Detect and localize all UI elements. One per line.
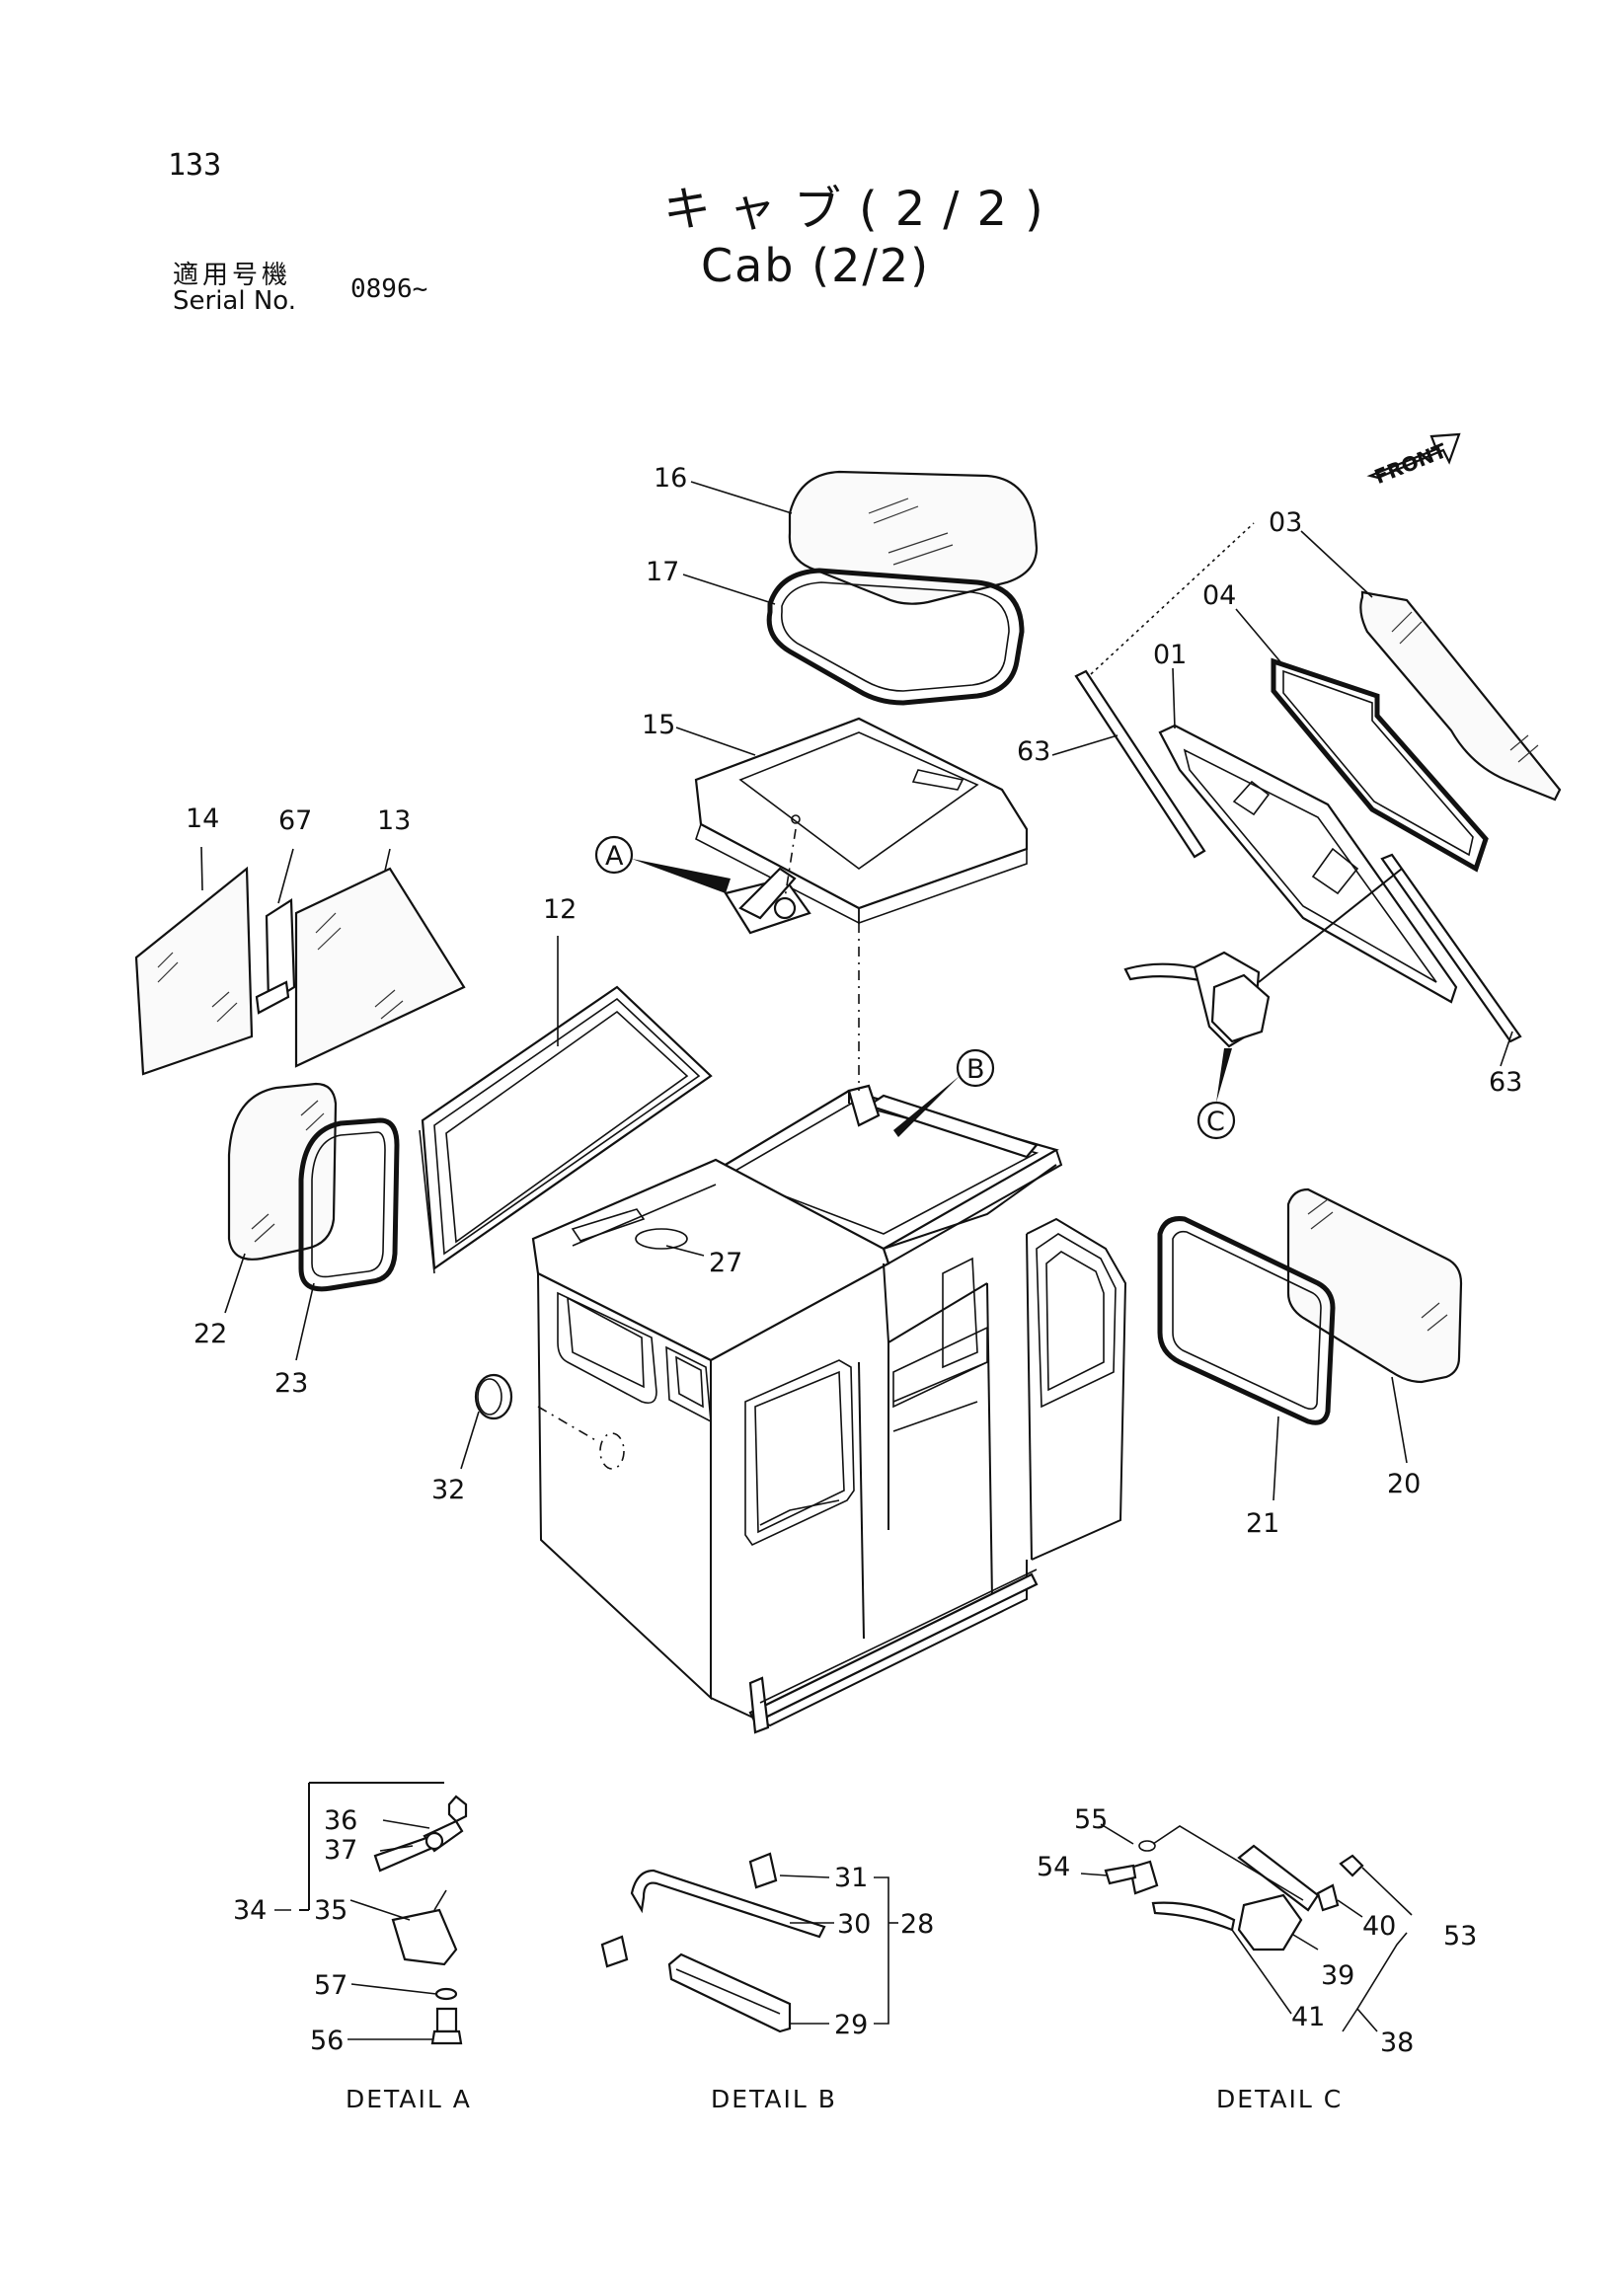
detail-c-wiper-motor — [1123, 868, 1403, 1048]
part-label: 30 — [837, 1909, 871, 1940]
part-label: 29 — [834, 2010, 868, 2040]
svg-text:C: C — [1206, 1107, 1225, 1137]
part-label: 63 — [1489, 1067, 1522, 1098]
part-label: 04 — [1202, 580, 1236, 611]
front-window-frame-part — [1158, 724, 1458, 1004]
part-label: 01 — [1153, 640, 1187, 670]
front-label: FRONT — [1371, 438, 1450, 489]
right-side-seal-part — [1157, 1216, 1336, 1425]
side-plug-part — [474, 1373, 513, 1420]
right-side-glass-part — [1286, 1187, 1463, 1384]
door-window-frame-part — [419, 985, 713, 1274]
front-arrow-icon: FRONT — [1366, 432, 1461, 489]
rear-window-seal-part — [298, 1117, 400, 1292]
part-label: 67 — [278, 805, 312, 836]
detail-a-title: DETAIL A — [346, 2085, 472, 2113]
detail-b-title: DETAIL B — [711, 2085, 837, 2113]
front-side-glass-part — [294, 867, 466, 1068]
part-label: 16 — [654, 463, 687, 494]
rear-window-glass-part — [227, 1082, 338, 1261]
part-label: 32 — [431, 1475, 465, 1505]
glass-divider-strip-part — [255, 898, 296, 1015]
part-label: 22 — [193, 1319, 227, 1349]
front-window-trim-left-part — [1074, 669, 1206, 859]
part-label: 38 — [1380, 2028, 1414, 2058]
roof-glass-part — [788, 470, 1039, 605]
part-label: 63 — [1017, 736, 1050, 767]
front-glass-part — [1359, 590, 1562, 802]
part-label: 57 — [314, 1970, 347, 2001]
part-label: 35 — [314, 1895, 347, 1926]
detail-c-assembly — [1104, 1825, 1364, 1952]
page-number: 133 — [168, 148, 222, 183]
svg-text:A: A — [605, 841, 624, 872]
part-label: 12 — [543, 894, 577, 925]
front-window-trim-right-part — [1380, 853, 1522, 1043]
part-label: 21 — [1246, 1508, 1279, 1539]
part-label: 55 — [1074, 1804, 1108, 1835]
roof-seal-part — [766, 568, 1025, 706]
part-label: 28 — [900, 1909, 934, 1940]
svg-text:B: B — [966, 1054, 985, 1085]
part-label: 27 — [709, 1248, 742, 1278]
serial-number-value: 0896~ — [350, 274, 428, 304]
part-label: 17 — [646, 557, 679, 587]
detail-c-title: DETAIL C — [1216, 2085, 1343, 2113]
title-english: Cab (2/2) — [701, 239, 931, 292]
part-label: 41 — [1291, 2002, 1325, 2032]
assembly-guide-line — [537, 1406, 598, 1442]
part-label: 40 — [1362, 1911, 1396, 1942]
detail-a-callout: A — [594, 835, 731, 893]
part-label: 53 — [1443, 1921, 1477, 1952]
detail-a-assembly — [299, 1782, 468, 2045]
serial-label-japanese: 適用号機 — [173, 261, 292, 290]
part-label: 31 — [834, 1863, 868, 1893]
part-label: 34 — [233, 1895, 267, 1926]
detail-b-callout: B — [893, 1048, 995, 1137]
part-label: 14 — [186, 804, 219, 834]
front-glass-seal-part — [1271, 657, 1489, 873]
detail-c-callout: C — [1196, 1048, 1236, 1140]
part-label: 20 — [1387, 1469, 1421, 1499]
part-number-labels: 16 17 15 03 04 01 63 63 14 67 13 12 22 2… — [186, 463, 1522, 2058]
part-label: 03 — [1269, 507, 1302, 538]
part-label: 39 — [1321, 1960, 1354, 1991]
part-label: 56 — [310, 2026, 344, 2056]
detail-b-assembly — [600, 1852, 826, 2033]
part-label: 37 — [324, 1835, 357, 1866]
cab-body — [531, 1084, 1127, 1734]
leader-lines — [200, 481, 1513, 2040]
part-label: 36 — [324, 1805, 357, 1836]
detail-a-latch — [724, 828, 811, 935]
serial-label-english: Serial No. — [173, 286, 296, 316]
rear-side-glass-part — [134, 866, 254, 1076]
assembly-guide-line — [1090, 522, 1255, 675]
title-japanese: キャブ(2/2) — [663, 182, 1061, 237]
part-label: 13 — [377, 805, 411, 836]
part-label: 15 — [642, 710, 675, 740]
roof-frame-part — [694, 717, 1029, 925]
part-label: 23 — [274, 1368, 308, 1399]
part-label: 54 — [1037, 1852, 1070, 1882]
